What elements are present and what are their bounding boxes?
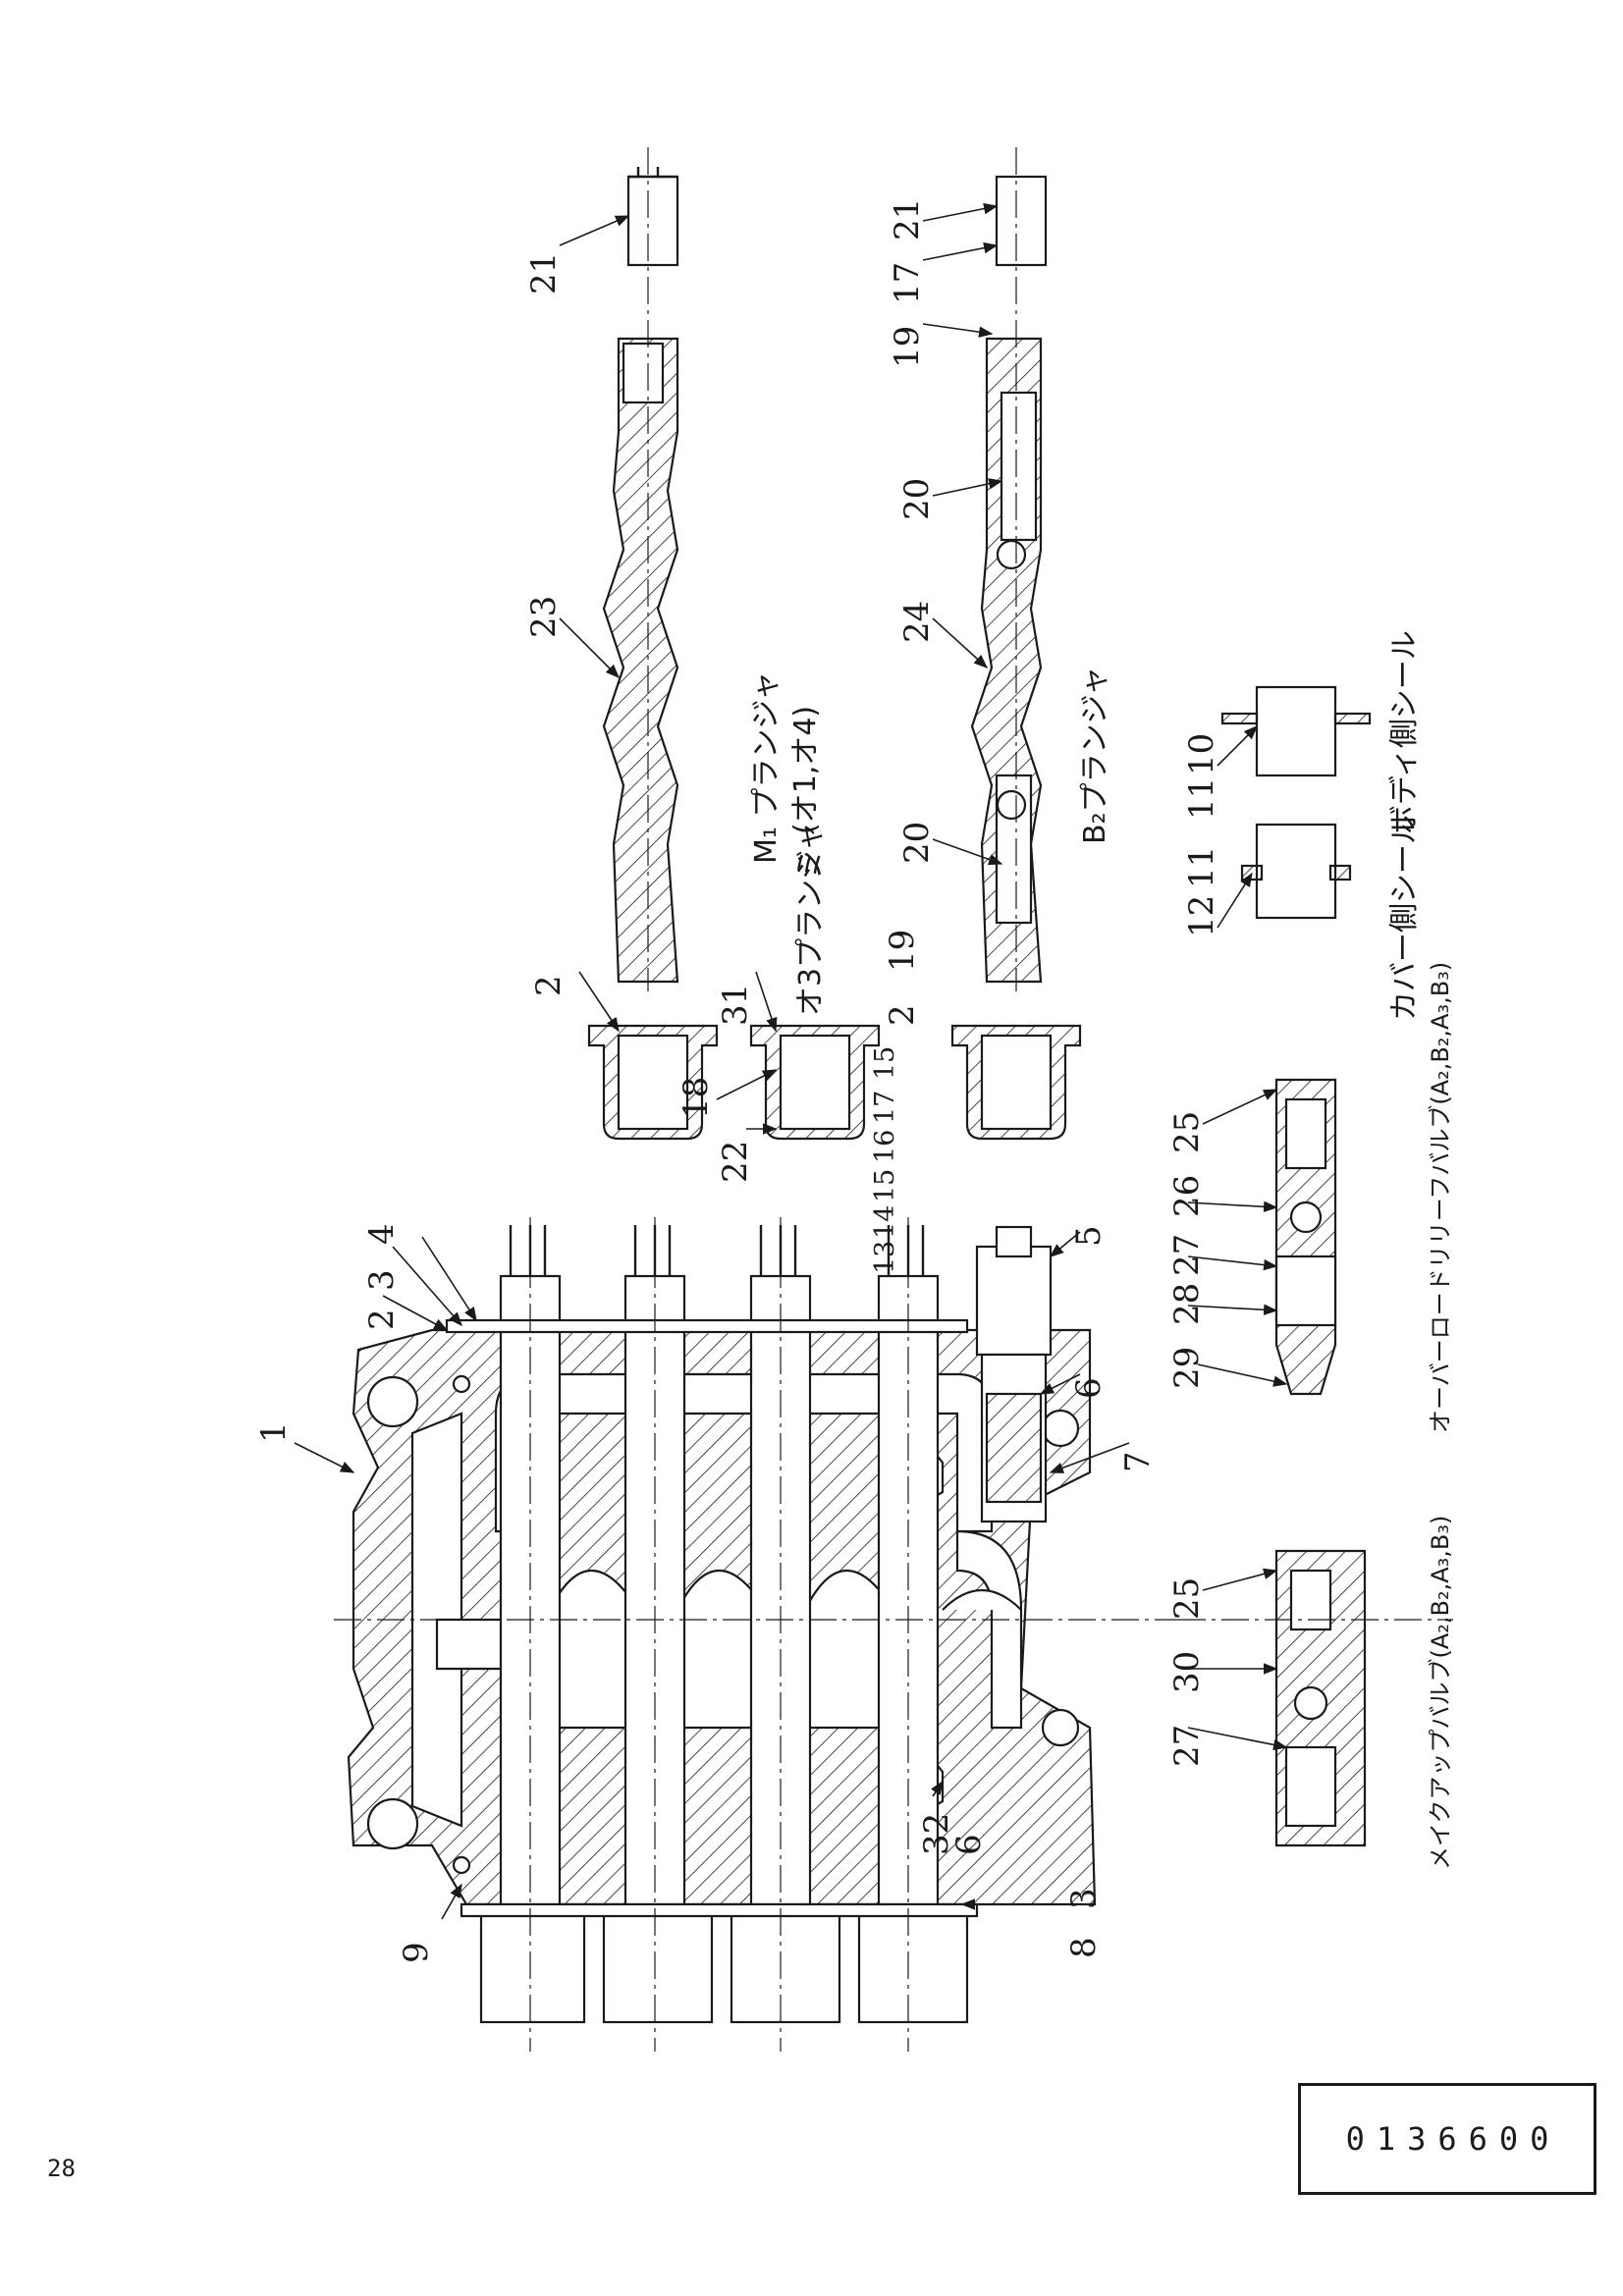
label-25b: 25 [1167, 1577, 1207, 1620]
overload-relief-valve [1274, 1078, 1337, 1396]
caption-cover-side-seal: カバー側シール [1387, 815, 1422, 1021]
label-16: 16 [870, 1130, 900, 1163]
caption-no3-plunger-tail: ミ [793, 849, 828, 879]
caption-no3-plunger: オ3プランジャ [793, 822, 828, 1016]
label-18: 18 [676, 1077, 716, 1119]
label-11a: 11 [1182, 777, 1221, 820]
drawing-number-box: 0136600 [1298, 2083, 1596, 2195]
label-6a: 6 [1069, 1377, 1109, 1399]
label-12: 12 [1182, 895, 1221, 937]
label-24: 24 [897, 601, 937, 643]
label-7: 7 [1118, 1451, 1158, 1472]
label-6b: 6 [949, 1834, 989, 1855]
label-1: 1 [254, 1421, 294, 1443]
label-32: 32 [917, 1813, 956, 1855]
label-23: 23 [524, 596, 564, 638]
label-31: 31 [716, 984, 755, 1026]
caption-b2-plunger: B₂プランジャ [1078, 667, 1112, 844]
label-27b: 27 [1167, 1725, 1207, 1767]
label-19a: 19 [883, 930, 922, 972]
label-15b: 15 [870, 1169, 900, 1202]
label-21a: 21 [524, 252, 564, 294]
makeup-valve [1274, 1549, 1367, 1847]
label-2a: 2 [362, 1308, 402, 1330]
label-21b: 21 [888, 198, 927, 240]
caption-overload-relief: オーバーロードリリーフバルブ(A₂,B₂,A₃,B₃) [1427, 962, 1454, 1433]
page-number: 28 [47, 2155, 76, 2182]
captions: M₁ プランジャ (オ1,オ4) オ3プランジャ ミ B₂プランジャ ボディ側シ… [749, 630, 1454, 1870]
label-3b: 3 [1064, 1888, 1104, 1909]
label-15a: 15 [870, 1046, 900, 1080]
label-19b: 19 [888, 326, 927, 368]
label-3a: 3 [362, 1269, 402, 1291]
caption-m1-plunger: M₁ プランジャ [749, 671, 784, 864]
label-8: 8 [1064, 1937, 1104, 1958]
label-10: 10 [1182, 733, 1221, 775]
label-20a: 20 [897, 478, 937, 520]
caption-body-side-seal: ボディ側シール [1387, 630, 1422, 834]
drawing-number: 0136600 [1345, 2120, 1561, 2158]
label-28: 28 [1167, 1283, 1207, 1325]
label-30: 30 [1167, 1651, 1207, 1693]
caption-m1-plunger-sub: (オ1,オ4) [788, 706, 823, 834]
label-20b: 20 [897, 822, 937, 864]
label-14: 14 [870, 1205, 900, 1239]
label-25a: 25 [1167, 1111, 1207, 1153]
leader-lines [294, 202, 1288, 1920]
label-22: 22 [716, 1141, 755, 1183]
label-29: 29 [1167, 1347, 1207, 1389]
label-13: 13 [870, 1241, 900, 1274]
seal-details [1220, 685, 1372, 920]
b2-plunger [970, 175, 1048, 984]
label-17b: 17 [888, 262, 927, 304]
label-9: 9 [397, 1942, 436, 1963]
label-11b: 11 [1182, 846, 1221, 888]
label-27a: 27 [1167, 1234, 1207, 1276]
label-26: 26 [1167, 1175, 1207, 1217]
label-4: 4 [362, 1223, 402, 1245]
caption-makeup-valve: メイクアップバルブ(A₂,B₂,A₃,B₃) [1427, 1516, 1454, 1870]
m1-plunger [602, 167, 679, 984]
label-2b: 2 [529, 975, 568, 996]
spring-caps [587, 1024, 1082, 1141]
label-17a: 17 [870, 1091, 900, 1124]
part-labels: 1 2 3 4 5 6 7 3 8 9 32 6 2 31 18 22 2 19… [254, 198, 1221, 1963]
label-2c: 2 [883, 1004, 922, 1026]
label-5: 5 [1069, 1225, 1109, 1247]
